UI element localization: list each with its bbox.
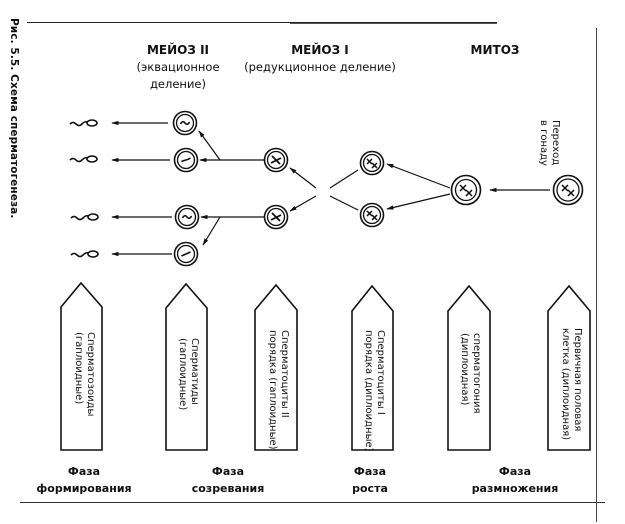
phase-label-line-2: роста [352, 482, 388, 495]
spermatozoon-3 [70, 213, 99, 221]
sperm-icon [70, 250, 99, 258]
phase-label-line-1: Фаза [67, 465, 101, 478]
header-meiosis-1-title: МЕЙОЗ I [291, 43, 349, 57]
phase-formation: Фаза формирования [34, 463, 134, 497]
stage-label-spermatocytes-2: Сперматоциты II порядка (гаплоидные) [266, 330, 290, 450]
sperm-icon [69, 119, 98, 127]
arrow-spermatocyte2-1-to-spermatid-1 [198, 130, 221, 161]
frame-bottom-border [20, 502, 605, 503]
spermatocyte-2-2 [263, 204, 289, 230]
phase-label-line-2: созревания [191, 482, 265, 495]
spermatid-4 [173, 241, 199, 267]
single-cross-chromosome-icon [270, 212, 282, 222]
stage-label-line-1: Сперматозоиды [85, 332, 96, 417]
sperm-icon [69, 155, 98, 163]
arrow-spermatocyte1-2-to-spermatocyte2-2 [289, 195, 317, 212]
stage-pentagon-spermatids [165, 282, 208, 451]
spermatid-3 [174, 204, 200, 230]
double-cross-chromosome-icon [366, 210, 378, 221]
stage-label-line-2: клетка (диплоидная) [560, 328, 571, 441]
header-meiosis-2-subtitle-1: (эквационное [136, 60, 220, 74]
stage-label-line-1: сперматогония [471, 333, 482, 414]
double-cross-chromosome-icon [366, 158, 378, 169]
stage-label-spermatids: Сперматиды (гаплоидные) [176, 338, 200, 410]
sperm-icon [70, 213, 99, 221]
arrow-spermatocyte1-1-to-spermatocyte2-1 [289, 167, 317, 189]
spermatozoon-1 [69, 119, 98, 127]
wavy-chromosome-icon [181, 251, 191, 257]
stage-label-line-2: (гаплоидные) [177, 338, 188, 411]
spermatocyte-1-1 [359, 150, 385, 176]
stage-label-line-2: порядка (диплоидные) [363, 330, 374, 452]
phase-label-line-1: Фаза [353, 465, 387, 478]
stage-label-line-1: Первичная половая [572, 328, 583, 432]
stage-label-line-1: Сперматоциты II [279, 330, 290, 418]
double-cross-chromosome-icon [459, 184, 473, 197]
stage-pentagon-primordial-cell [547, 284, 591, 451]
stage-label-spermatocytes-1: Сперматоциты I порядка (диплоидные) [362, 330, 386, 452]
spermatozoon-2 [69, 155, 98, 163]
stage-label-line-1: Сперматоциты I [375, 330, 386, 415]
stage-label-line-2: (диплоидная) [459, 333, 470, 406]
header-mitosis-title: МИТОЗ [470, 43, 520, 57]
frame-right-border [596, 28, 597, 522]
arrow-spermatocyte2-2-to-spermatid-4 [202, 216, 221, 246]
connector-spermatocyte1-2 [329, 195, 359, 211]
header-meiosis-1: МЕЙОЗ I (редукционное деление) [240, 42, 400, 76]
primordial-germ-cell [552, 174, 584, 206]
wavy-chromosome-icon [181, 214, 193, 220]
stage-label-line-2: порядка (гаплоидные) [267, 330, 278, 450]
stage-pentagon-spermatogonium [447, 284, 491, 451]
phase-label-line-1: Фаза [211, 465, 245, 478]
phase-label-line-2: размножения [471, 482, 559, 495]
stage-label-line-1: Сперматиды [189, 338, 200, 405]
header-mitosis: МИТОЗ [455, 42, 535, 59]
stage-label-primordial-cell: Первичная половая клетка (диплоидная) [559, 328, 583, 440]
stage-label-spermatozoa: Сперматозоиды (гаплоидные) [72, 332, 96, 416]
frame-top-border [27, 22, 497, 23]
spermatogonium [450, 174, 482, 206]
phase-label-line-1: Фаза [498, 465, 532, 478]
single-cross-chromosome-icon [270, 155, 282, 165]
arrow-spermatogonium-to-spermatocyte1-2 [386, 193, 451, 210]
stage-pentagon-spermatocytes-2 [254, 283, 298, 451]
phase-maturation: Фаза созревания [178, 463, 278, 497]
phase-reproduction: Фаза размножения [460, 463, 570, 497]
arrow-spermatogonium-to-spermatocyte1-1 [386, 163, 451, 189]
stage-pentagon-spermatocytes-1 [351, 284, 394, 451]
header-meiosis-2-subtitle-2: деление) [149, 77, 206, 91]
header-meiosis-2: МЕЙОЗ II (эквационное деление) [128, 42, 228, 93]
header-meiosis-2-title: МЕЙОЗ II [146, 43, 209, 57]
frame-top-border-secondary [290, 23, 497, 24]
stage-label-line-2: (гаплоидные) [73, 332, 84, 405]
spermatozoon-4 [70, 250, 99, 258]
stage-pentagon-spermatozoa [60, 281, 103, 451]
double-cross-chromosome-icon [561, 184, 575, 197]
spermatid-2 [173, 147, 199, 173]
wavy-chromosome-icon [181, 157, 191, 163]
wavy-chromosome-icon [179, 120, 191, 126]
spermatid-1 [172, 110, 198, 136]
header-meiosis-1-subtitle: (редукционное деление) [244, 60, 396, 74]
phase-label-line-2: формирования [36, 482, 132, 495]
spermatocyte-1-2 [359, 202, 385, 228]
phase-growth: Фаза роста [340, 463, 400, 497]
stage-label-spermatogonium: сперматогония (диплоидная) [458, 333, 482, 414]
connector-spermatocyte1-1 [329, 169, 359, 189]
spermatocyte-2-1 [263, 147, 289, 173]
